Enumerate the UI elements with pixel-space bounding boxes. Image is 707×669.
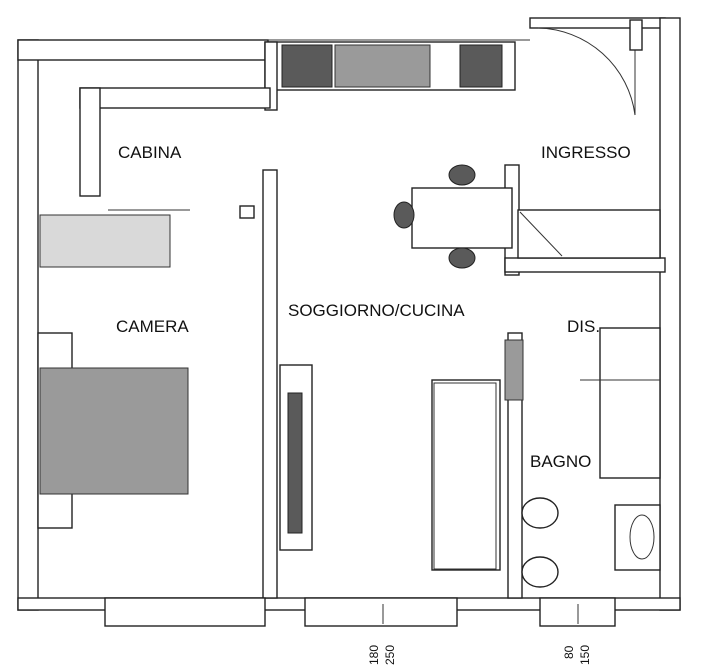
wall-top-right xyxy=(529,17,666,29)
room-label-soggiorno: SOGGIORNO/CUCINA xyxy=(288,301,465,320)
tv xyxy=(287,392,303,534)
dis-door xyxy=(504,339,524,401)
fridge xyxy=(459,44,503,88)
bed xyxy=(37,332,189,529)
window-living xyxy=(304,597,458,627)
ingresso-wall-bottom xyxy=(504,257,666,273)
bed-mattress xyxy=(39,367,189,495)
chair-left xyxy=(393,201,415,229)
wall-right xyxy=(659,17,681,611)
washbasin xyxy=(614,504,661,571)
dining-table xyxy=(393,164,513,269)
chair-top xyxy=(448,164,476,186)
tv-cabinet xyxy=(279,364,313,551)
room-label-dis: DIS. xyxy=(567,317,600,336)
bidet xyxy=(521,556,559,588)
chair-bottom xyxy=(448,247,476,269)
wardrobe xyxy=(39,214,171,268)
entry-door xyxy=(537,19,643,116)
wall-top-left xyxy=(17,39,269,61)
table-top xyxy=(411,187,513,249)
window-bedroom xyxy=(104,597,266,627)
wall-left xyxy=(17,39,39,611)
bath-fixtures xyxy=(521,497,661,588)
ingresso-partition xyxy=(504,164,666,276)
toilet xyxy=(521,497,559,529)
room-label-camera: CAMERA xyxy=(116,317,189,336)
partition-wall-left xyxy=(262,169,278,599)
room-label-ingresso: INGRESSO xyxy=(541,143,631,162)
room-label-bagno: BAGNO xyxy=(530,452,591,471)
door-swing-arc xyxy=(537,27,636,116)
cabinet-ingresso xyxy=(517,209,661,259)
central-partition xyxy=(262,169,278,599)
sink xyxy=(334,44,431,88)
door-jamb xyxy=(629,19,643,51)
shower-box xyxy=(599,327,661,479)
cabina-partition xyxy=(39,87,271,268)
dim-window-bath-height: 80 xyxy=(562,645,576,659)
washbasin-bowl xyxy=(629,514,655,560)
sofa-back xyxy=(433,382,497,570)
dim-window-center-height: 180 xyxy=(367,645,381,665)
cabinet-diagonal xyxy=(519,211,563,257)
windows xyxy=(104,597,616,627)
room-label-cabina: CABINA xyxy=(118,143,182,162)
sofa-body xyxy=(431,379,501,571)
bath-partition xyxy=(504,327,661,599)
dim-window-bath-width: 150 xyxy=(578,645,592,665)
kitchen-counter xyxy=(264,41,516,111)
cabina-pillar xyxy=(239,205,255,219)
sofa xyxy=(431,379,501,571)
cabina-wall-horizontal xyxy=(79,87,271,109)
dim-window-center-width: 250 xyxy=(383,645,397,665)
cabina-wall-vertical xyxy=(79,87,101,197)
stove xyxy=(281,44,333,88)
